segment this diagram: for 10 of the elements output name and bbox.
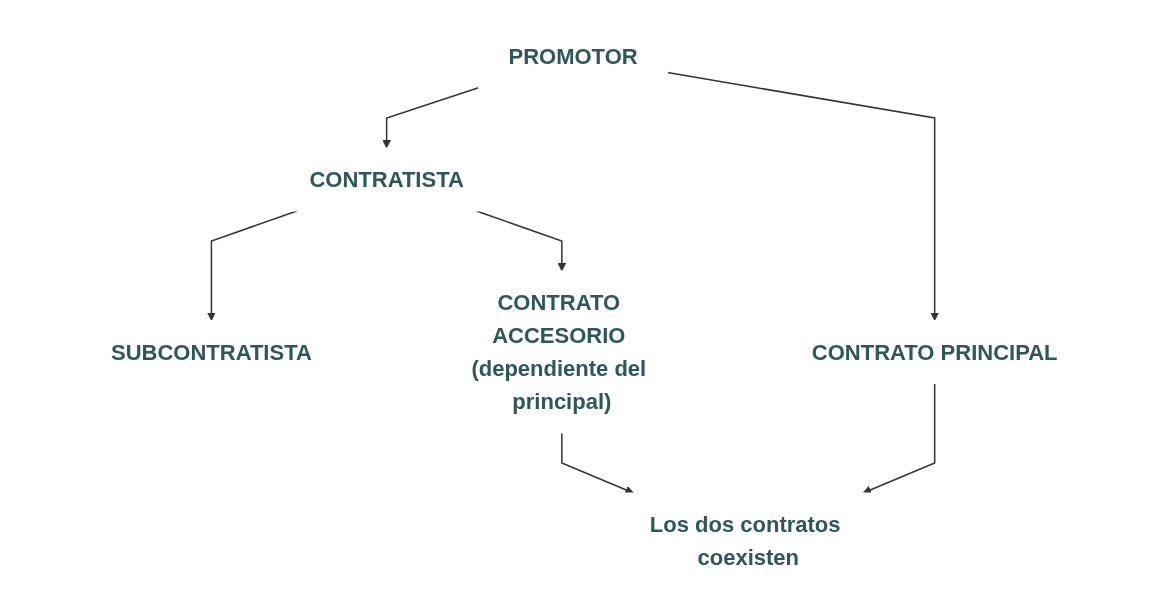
node-text: Los dos contratos coexisten: [649, 512, 841, 570]
arrow: [381, 86, 479, 149]
node-text: SUBCONTRATISTA: [110, 339, 312, 365]
node-text: CONTRATISTA: [309, 167, 464, 192]
arrow: [666, 71, 939, 321]
arrow: [862, 382, 936, 494]
arrow: [560, 432, 634, 494]
node-text: CONTRATO ACCESORIO (dependiente del principal): [471, 290, 646, 414]
node-text: PROMOTOR: [508, 44, 638, 69]
node-text: CONTRATO PRINCIPAL: [811, 339, 1058, 365]
